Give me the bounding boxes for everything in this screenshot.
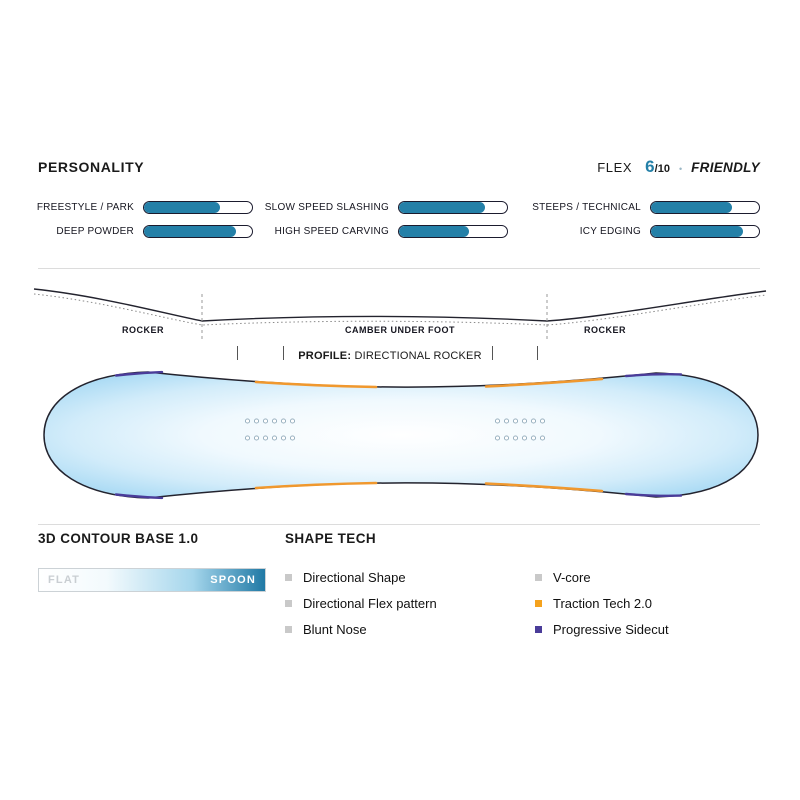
profile-caption: PROFILE: DIRECTIONAL ROCKER (280, 350, 500, 362)
tech-item-label: Directional Flex pattern (303, 596, 437, 611)
tech-item-label: Blunt Nose (303, 622, 367, 637)
divider-line (38, 268, 760, 269)
tech-item: Traction Tech 2.0 (535, 596, 669, 611)
rating-bar (650, 225, 760, 238)
stance-tick-mark (492, 346, 493, 360)
traction-edge-accent-icon (254, 481, 378, 490)
sidecut-edge-accent-icon (624, 373, 683, 378)
bullet-square-icon (285, 626, 292, 633)
zone-label-rocker-right: ROCKER (583, 325, 626, 335)
flex-info: FLEX 6 /10 • FRIENDLY (597, 157, 760, 177)
rating-item: FREESTYLE / PARK (36, 201, 253, 214)
traction-edge-accent-icon (484, 482, 604, 493)
flex-label: FLEX (597, 160, 633, 175)
tech-item-label: Traction Tech 2.0 (553, 596, 652, 611)
rating-label: HIGH SPEED CARVING (274, 226, 389, 237)
zone-label-camber: CAMBER UNDER FOOT (345, 325, 455, 335)
rating-item: HIGH SPEED CARVING (253, 225, 508, 238)
rating-item: ICY EDGING (508, 225, 760, 238)
rating-bar-fill (399, 202, 486, 213)
zone-label-rocker-left: ROCKER (121, 325, 164, 335)
rating-bar (650, 201, 760, 214)
rating-label: FREESTYLE / PARK (36, 202, 134, 213)
rating-label: ICY EDGING (579, 226, 641, 237)
scale-spoon-label: SPOON (210, 574, 256, 586)
tech-item: V-core (535, 570, 669, 585)
bullet-square-icon (535, 600, 542, 607)
stance-tick-mark (237, 346, 238, 360)
rating-label: DEEP POWDER (56, 226, 134, 237)
profile-base-dotted-line (33, 293, 767, 326)
divider-line (38, 524, 760, 525)
bullet-square-icon (285, 574, 292, 581)
flex-value: 6 (645, 157, 655, 176)
rating-bar-fill (651, 202, 732, 213)
sidecut-edge-accent-icon (624, 492, 683, 497)
camber-profile-diagram (33, 288, 767, 342)
rating-bar-fill (144, 202, 220, 213)
rating-bar (143, 201, 253, 214)
sidecut-edge-accent-icon (114, 493, 164, 500)
bullet-square-icon (535, 626, 542, 633)
tech-item-label: Directional Shape (303, 570, 406, 585)
rating-bar (398, 225, 508, 238)
rating-bar (398, 201, 508, 214)
flex-separator-dot-icon: • (678, 164, 683, 174)
personality-header: PERSONALITY FLEX 6 /10 • FRIENDLY (38, 157, 760, 177)
profile-caption-value: DIRECTIONAL ROCKER (354, 350, 482, 362)
rating-label: STEEPS / TECHNICAL (532, 202, 641, 213)
tech-item-label: V-core (553, 570, 591, 585)
flex-max: /10 (654, 163, 670, 175)
traction-edge-accent-icon (254, 380, 378, 389)
rating-item: DEEP POWDER (38, 225, 253, 238)
board-top-view (43, 370, 759, 500)
tech-item: Blunt Nose (285, 622, 437, 637)
rating-item: STEEPS / TECHNICAL (508, 201, 760, 214)
board-outline (43, 371, 759, 499)
rating-label: SLOW SPEED SLASHING (264, 202, 389, 213)
sidecut-edge-accent-icon (114, 370, 164, 377)
bullet-square-icon (285, 600, 292, 607)
traction-edge-accent-icon (484, 377, 604, 388)
bullet-square-icon (535, 574, 542, 581)
base-contour-scale: FLAT SPOON (38, 568, 266, 592)
flex-descriptor: FRIENDLY (691, 160, 760, 175)
rating-bar (143, 225, 253, 238)
tech-item-label: Progressive Sidecut (553, 622, 669, 637)
rating-bar-fill (144, 226, 236, 237)
stance-tick-mark (537, 346, 538, 360)
personality-title: PERSONALITY (38, 159, 145, 175)
stance-tick-mark (283, 346, 284, 360)
rating-item: SLOW SPEED SLASHING (253, 201, 508, 214)
personality-ratings: FREESTYLE / PARK SLOW SPEED SLASHING STEEP… (36, 201, 760, 238)
scale-flat-label: FLAT (48, 574, 81, 586)
tech-item: Directional Flex pattern (285, 596, 437, 611)
tech-item: Progressive Sidecut (535, 622, 669, 637)
profile-top-line (33, 288, 767, 322)
profile-caption-label: PROFILE: (298, 350, 352, 362)
tech-item: Directional Shape (285, 570, 437, 585)
rating-bar-fill (399, 226, 470, 237)
shape-tech-title: SHAPE TECH (285, 531, 377, 546)
base-title: 3D CONTOUR BASE 1.0 (38, 531, 199, 546)
rating-bar-fill (651, 226, 743, 237)
